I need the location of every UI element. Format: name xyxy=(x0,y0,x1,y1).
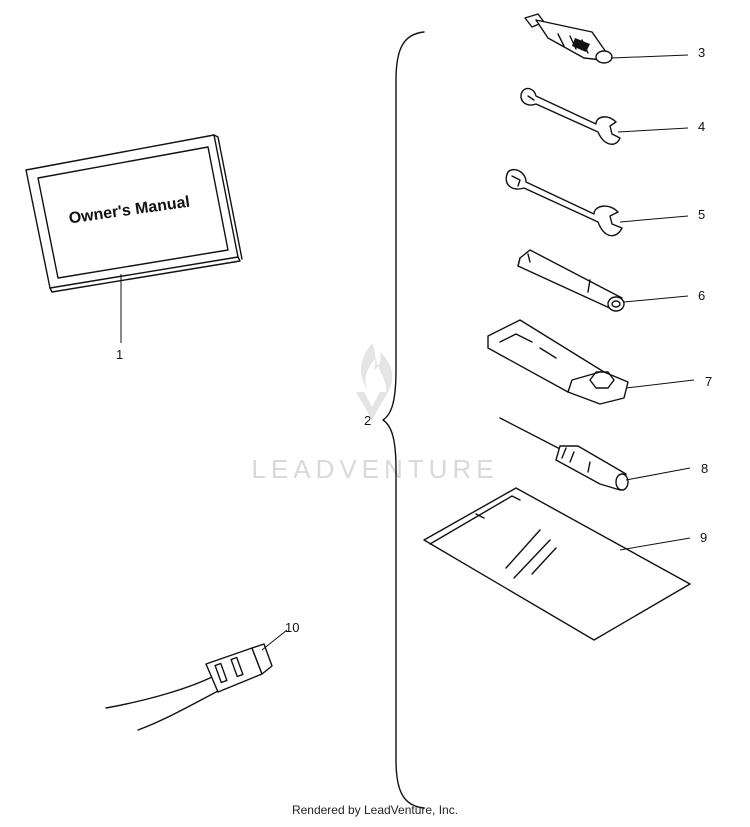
callout-8: 8 xyxy=(701,461,708,476)
watermark: LEADVENTURE xyxy=(251,343,498,484)
callout-5: 5 xyxy=(698,207,705,222)
callout-4: 4 xyxy=(698,119,705,134)
socket-tube xyxy=(517,249,625,312)
callout-9: 9 xyxy=(700,530,707,545)
open-end-wrench-small xyxy=(520,87,621,145)
spark-plug-wrench xyxy=(487,319,629,405)
callout-2: 2 xyxy=(364,413,371,428)
callout-10: 10 xyxy=(285,620,299,635)
tool-bag xyxy=(423,487,691,641)
leadventure-flame-icon xyxy=(356,343,393,420)
callout-1: 1 xyxy=(116,347,123,362)
owners-manual: Owner's Manual xyxy=(25,134,243,293)
wire-connector xyxy=(105,643,273,731)
tool-kit-brace xyxy=(382,31,425,809)
spark-plug-socket xyxy=(524,13,613,64)
open-end-wrench-large xyxy=(505,168,623,237)
screwdriver xyxy=(499,417,629,491)
callout-7: 7 xyxy=(705,374,712,389)
callout-6: 6 xyxy=(698,288,705,303)
watermark-text: LEADVENTURE xyxy=(251,454,498,484)
footer-credit: Rendered by LeadVenture, Inc. xyxy=(291,803,459,817)
callout-3: 3 xyxy=(698,45,705,60)
